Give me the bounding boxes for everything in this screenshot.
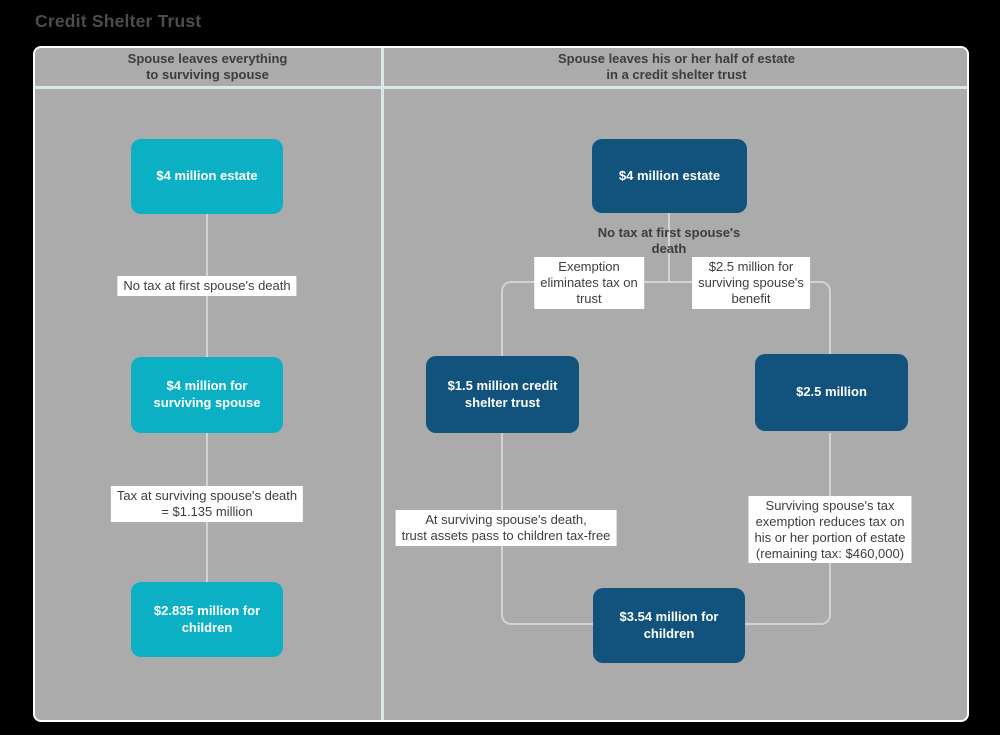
right-split-connector <box>501 281 831 356</box>
label-tax-at-death: Tax at surviving spouse's death = $1.135… <box>110 486 304 522</box>
label-exemption: Exemption eliminates tax on trust <box>534 257 644 309</box>
right-stem-connector <box>668 213 670 283</box>
node-estate-left: $4 million estate <box>131 139 283 214</box>
label-tax-free: At surviving spouse's death, trust asset… <box>395 510 617 546</box>
right-column-header: Spouse leaves his or her half of estate … <box>558 51 795 83</box>
header-divider <box>35 86 967 89</box>
label-no-tax-right: No tax at first spouse's death <box>597 225 741 257</box>
node-spouse-half: $2.5 million <box>755 354 908 431</box>
page-title: Credit Shelter Trust <box>35 11 202 31</box>
left-column-header: Spouse leaves everything to surviving sp… <box>127 51 288 83</box>
node-credit-shelter-trust: $1.5 million credit shelter trust <box>426 356 579 433</box>
label-exemption-reduces: Surviving spouse's tax exemption reduces… <box>748 496 912 564</box>
node-surviving-spouse: $4 million for surviving spouse <box>131 357 283 433</box>
node-children-left: $2.835 million for children <box>131 582 283 657</box>
column-divider <box>381 48 384 720</box>
node-estate-right: $4 million estate <box>592 139 747 213</box>
node-children-right: $3.54 million for children <box>593 588 745 663</box>
label-no-tax-left: No tax at first spouse's death <box>117 276 297 296</box>
label-benefit: $2.5 million for surviving spouse's bene… <box>692 257 810 309</box>
